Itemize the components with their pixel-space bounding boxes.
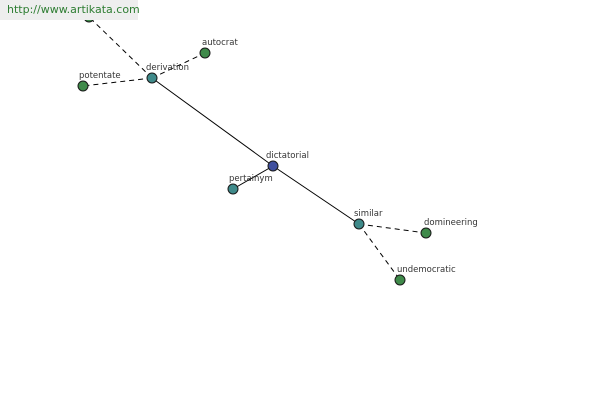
edge-dictatorial-similar [272, 165, 360, 225]
edge-similar-undemocratic [358, 223, 401, 281]
node-pertainym[interactable] [227, 183, 239, 195]
node-label-domineering: domineering [424, 218, 478, 228]
edge-dictatorial-pertainym [232, 165, 274, 190]
node-potentate[interactable] [77, 80, 89, 92]
node-label-derivation: derivation [146, 63, 189, 73]
node-undemocratic[interactable] [394, 274, 406, 286]
node-autocrat[interactable] [199, 47, 211, 59]
node-label-similar: similar [354, 209, 383, 219]
edge-derivation-potentate [82, 77, 153, 87]
node-domineering[interactable] [420, 227, 432, 239]
edge-dictatorial-derivation [151, 77, 274, 167]
graph-nodes: dictatorial derivation pertainym similar aut… [77, 11, 478, 286]
edge-derivation-offscreen [88, 16, 153, 79]
node-label-undemocratic: undemocratic [397, 265, 456, 275]
node-label-potentate: potentate [79, 71, 121, 81]
edge-derivation-autocrat [151, 52, 206, 79]
graph-edges [82, 16, 427, 281]
node-dictatorial[interactable] [267, 160, 279, 172]
node-derivation[interactable] [146, 72, 158, 84]
node-label-pertainym: pertainym [229, 174, 273, 184]
node-similar[interactable] [353, 218, 365, 230]
node-label-dictatorial: dictatorial [266, 151, 309, 161]
edge-similar-domineering [358, 223, 427, 234]
watermark-url: http://www.artikata.com [0, 0, 140, 20]
node-label-autocrat: autocrat [202, 38, 239, 48]
